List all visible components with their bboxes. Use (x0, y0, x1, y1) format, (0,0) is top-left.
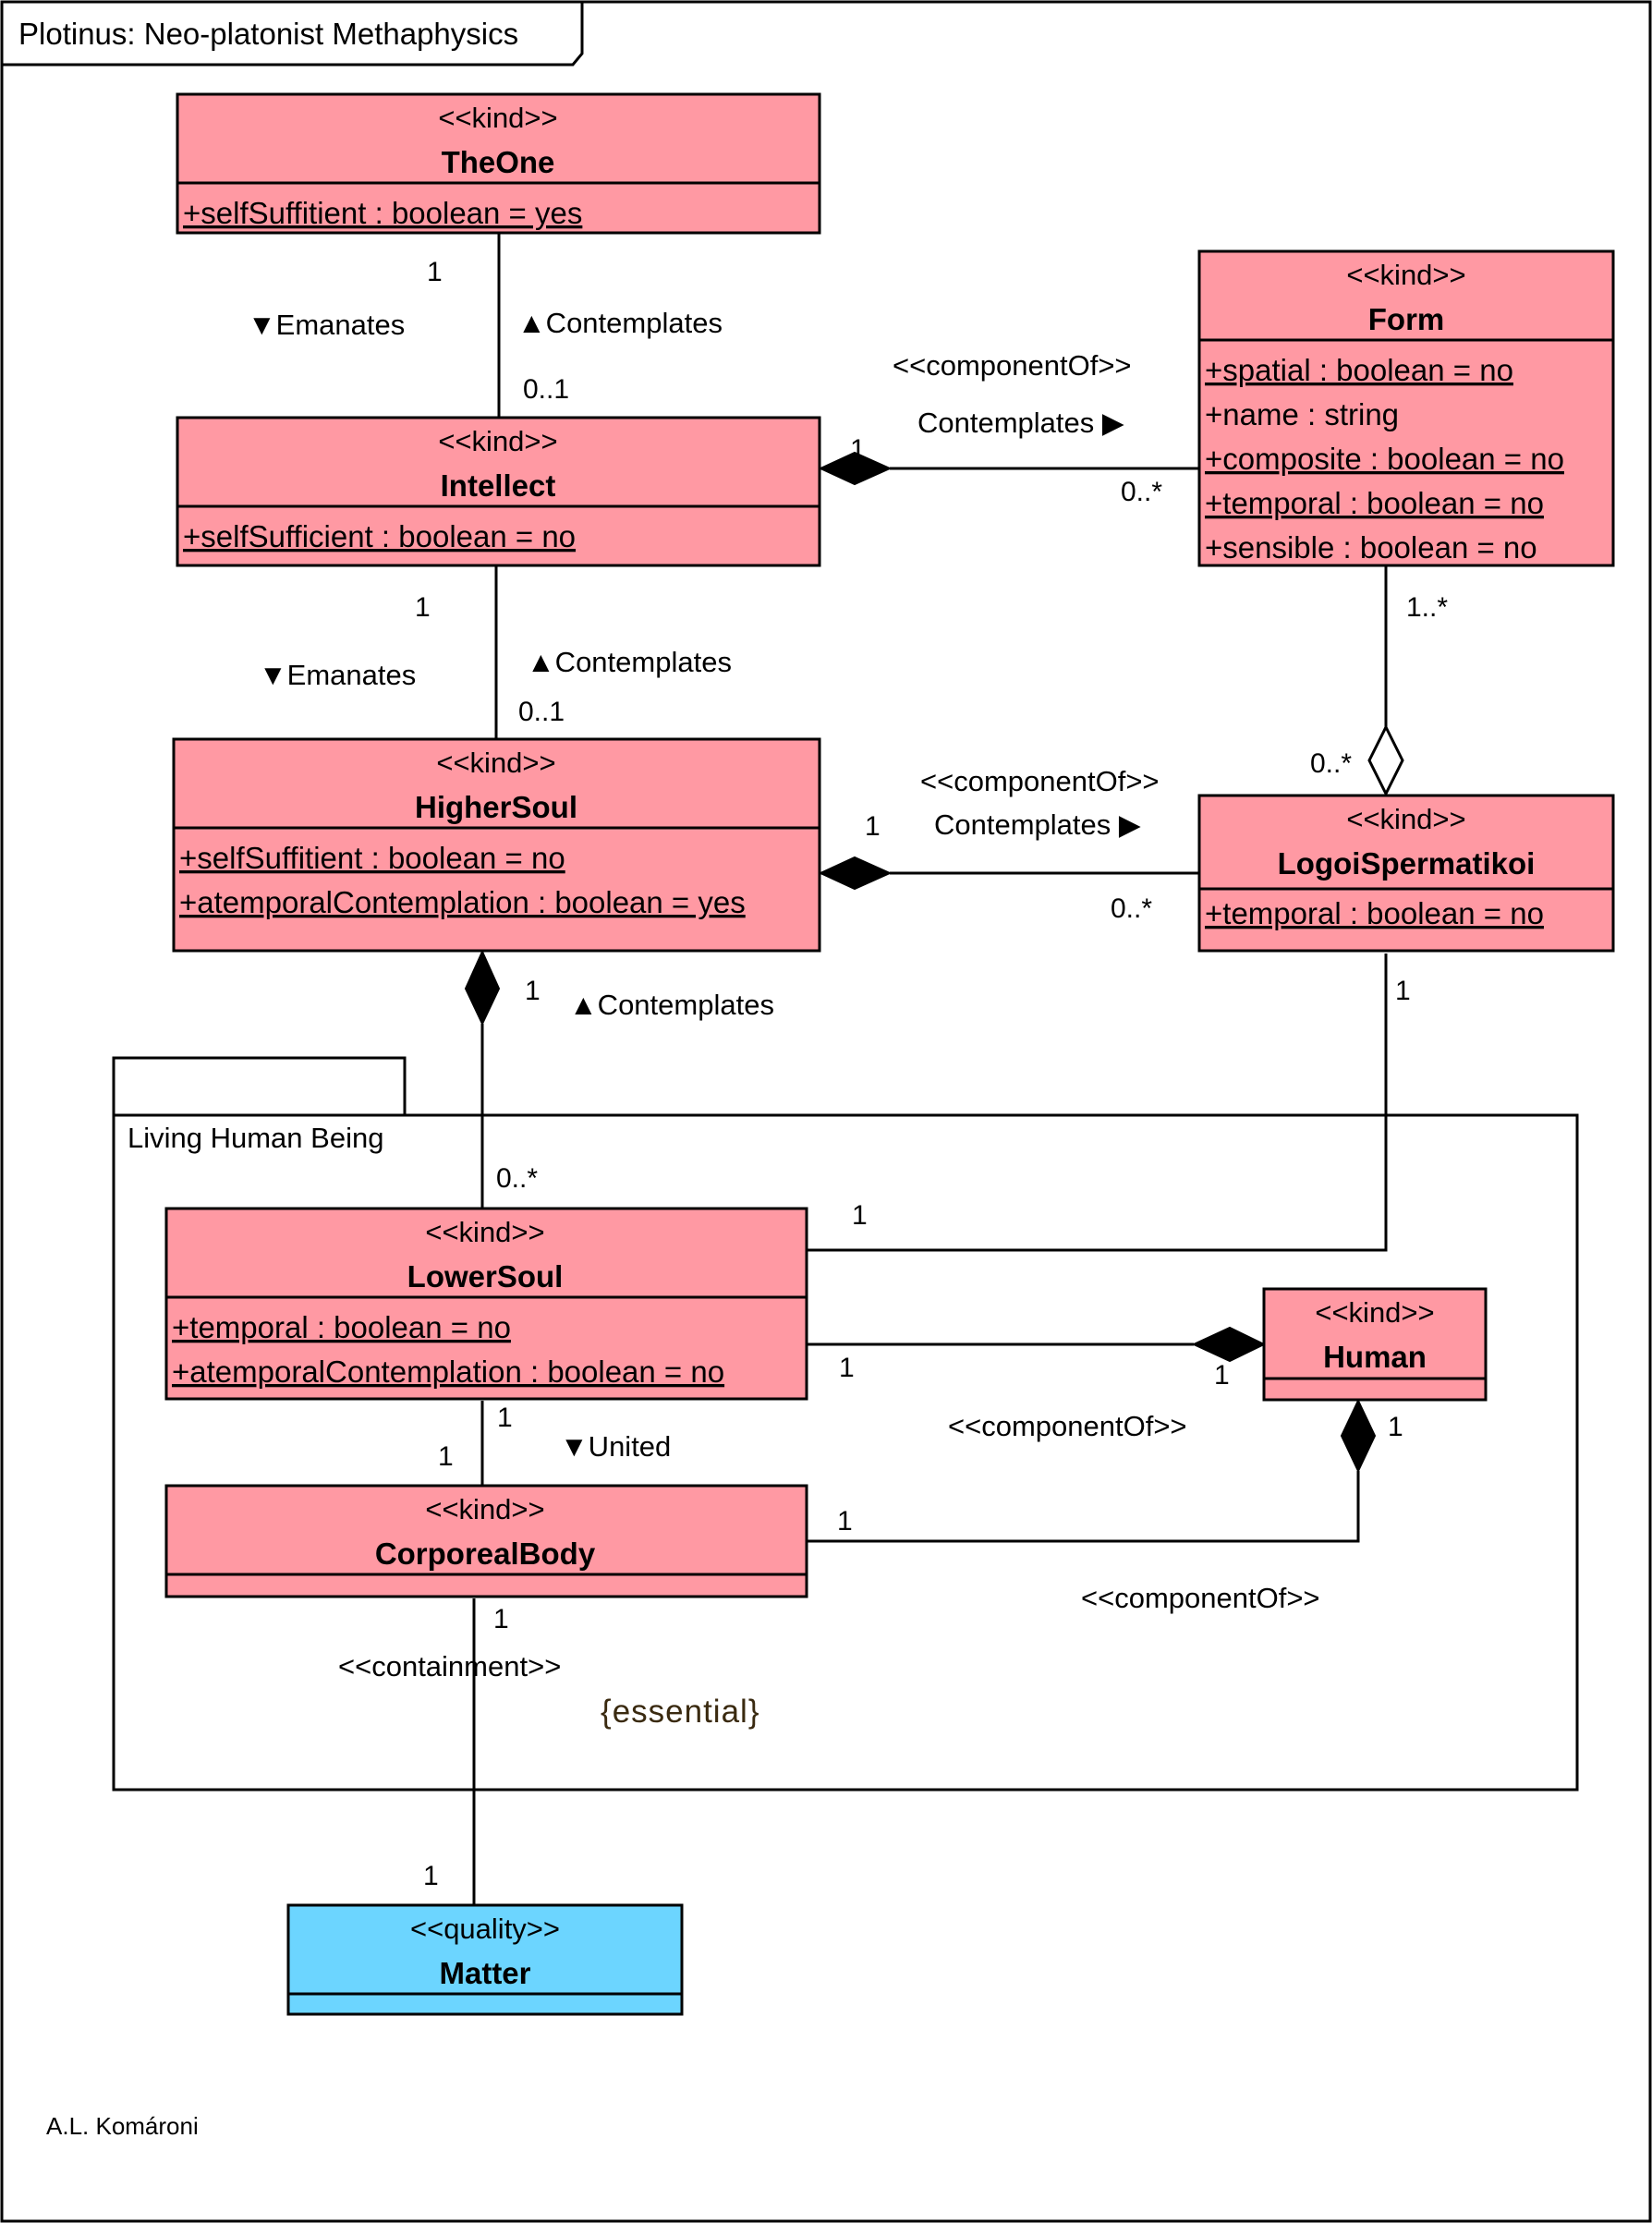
relation-label-united: ▼United (560, 1430, 671, 1463)
class-attribute: +spatial : boolean = no (1205, 353, 1513, 387)
class-corporealbody[interactable]: <<kind>> CorporealBody (164, 1484, 808, 1598)
class-attribute: +selfSuffitient : boolean = yes (183, 196, 582, 230)
relation-stereotype: <<containment>> (338, 1650, 561, 1682)
multiplicity: 1 (493, 1604, 509, 1634)
package-tab (112, 1056, 407, 1117)
class-stereotype: <<kind>> (438, 425, 557, 457)
class-stereotype: <<kind>> (425, 1216, 544, 1248)
package-body (112, 1113, 1579, 1792)
class-stereotype: <<quality>> (410, 1913, 560, 1945)
relation-constraint: {essential} (601, 1694, 760, 1730)
diagram-title: Plotinus: Neo-platonist Methaphysics (18, 17, 518, 51)
relation-line-logoi-lowersoul[interactable] (807, 954, 1388, 1252)
multiplicity: 1 (427, 257, 443, 287)
relation-label-emanates: ▼Emanates (259, 659, 416, 691)
relation-label-contemplates: ▲Contemplates (517, 307, 723, 339)
relation-stereotype: <<componentOf>> (893, 349, 1132, 382)
class-form[interactable]: <<kind>> Form +spatial : boolean = no +n… (1197, 249, 1615, 567)
multiplicity: 1 (839, 1353, 855, 1383)
multiplicity: 1 (423, 1861, 439, 1891)
relation-stereotype: <<componentOf>> (1081, 1582, 1320, 1614)
class-stereotype: <<kind>> (1346, 259, 1465, 291)
class-logoispermatikoi[interactable]: <<kind>> LogoiSpermatikoi +temporal : bo… (1197, 794, 1615, 953)
multiplicity: 0..1 (518, 697, 565, 727)
class-name: Intellect (441, 468, 556, 503)
class-attribute: +temporal : boolean = no (1205, 896, 1544, 930)
class-attribute: +temporal : boolean = no (172, 1310, 511, 1344)
multiplicity: 1 (1388, 1412, 1403, 1442)
composition-diamond-highersoul-down (464, 949, 501, 1026)
relation-line-corporeal-human[interactable] (807, 1471, 1360, 1543)
multiplicity: 0..* (1111, 893, 1152, 924)
class-attribute: +selfSuffitient : boolean = no (179, 841, 565, 875)
composition-diamond-highersoul (818, 856, 893, 891)
multiplicity: 1 (850, 434, 866, 465)
class-highersoul[interactable]: <<kind>> HigherSoul +selfSuffitient : bo… (172, 737, 821, 953)
package-living-human-being[interactable]: Living Human Being (112, 1056, 1579, 1792)
multiplicity: 1 (525, 976, 541, 1006)
multiplicity: 1 (497, 1403, 513, 1433)
class-intellect[interactable]: <<kind>> Intellect +selfSufficient : boo… (176, 416, 821, 567)
multiplicity: 0..* (496, 1163, 538, 1194)
author-credit: A.L. Komároni (46, 2112, 199, 2140)
class-theone[interactable]: <<kind>> TheOne +selfSuffitient : boolea… (176, 92, 821, 235)
multiplicity: 0..* (1310, 748, 1352, 779)
class-attribute: +sensible : boolean = no (1205, 530, 1537, 565)
multiplicity: 1 (438, 1441, 454, 1472)
class-name: HigherSoul (415, 790, 577, 824)
class-stereotype: <<kind>> (425, 1493, 544, 1525)
class-stereotype: <<kind>> (1346, 803, 1465, 835)
relation-label-contemplates: Contemplates ▶ (934, 808, 1141, 841)
multiplicity: 0..1 (523, 374, 569, 405)
multiplicity: 1 (852, 1200, 868, 1231)
class-attribute: +atemporalContemplation : boolean = yes (179, 885, 746, 919)
class-attribute: +atemporalContemplation : boolean = no (172, 1354, 724, 1389)
class-name: Human (1323, 1340, 1427, 1374)
package-name: Living Human Being (128, 1122, 383, 1154)
class-name: LowerSoul (407, 1259, 564, 1294)
class-name: LogoiSpermatikoi (1278, 846, 1536, 881)
multiplicity: 1..* (1406, 592, 1448, 623)
class-attribute: +composite : boolean = no (1205, 442, 1564, 476)
aggregation-diamond-logoi (1367, 723, 1404, 797)
multiplicity: 1 (1214, 1360, 1230, 1391)
class-attribute: +temporal : boolean = no (1205, 486, 1544, 520)
class-name: Matter (439, 1956, 530, 1990)
class-stereotype: <<kind>> (438, 102, 557, 134)
diagram-title-tab (2, 2, 584, 67)
multiplicity: 1 (837, 1506, 853, 1537)
relation-stereotype: <<componentOf>> (920, 765, 1160, 797)
class-attribute: +selfSufficient : boolean = no (183, 519, 576, 553)
composition-diamond-human-left (1191, 1326, 1267, 1363)
multiplicity: 1 (1395, 976, 1411, 1006)
composition-diamond-human-bottom (1340, 1398, 1377, 1474)
relation-label-contemplates: Contemplates ▶ (917, 407, 1124, 439)
relation-label-emanates: ▼Emanates (248, 309, 405, 341)
class-stereotype: <<kind>> (1315, 1296, 1434, 1329)
class-name: Form (1368, 302, 1445, 336)
relation-label-contemplates: ▲Contemplates (569, 989, 774, 1021)
multiplicity: 1 (415, 592, 431, 623)
multiplicity: 1 (865, 811, 881, 842)
relation-label-contemplates: ▲Contemplates (527, 646, 732, 678)
class-stereotype: <<kind>> (436, 747, 555, 779)
class-matter[interactable]: <<quality>> Matter (286, 1903, 684, 2016)
class-name: CorporealBody (375, 1537, 596, 1571)
class-name: TheOne (442, 145, 555, 179)
relation-stereotype: <<componentOf>> (948, 1410, 1187, 1442)
multiplicity: 0..* (1121, 477, 1162, 507)
class-lowersoul[interactable]: <<kind>> LowerSoul +temporal : boolean =… (164, 1207, 808, 1401)
class-human[interactable]: <<kind>> Human (1262, 1287, 1488, 1402)
composition-diamond-intellect (818, 451, 893, 486)
class-attribute: +name : string (1205, 397, 1399, 431)
